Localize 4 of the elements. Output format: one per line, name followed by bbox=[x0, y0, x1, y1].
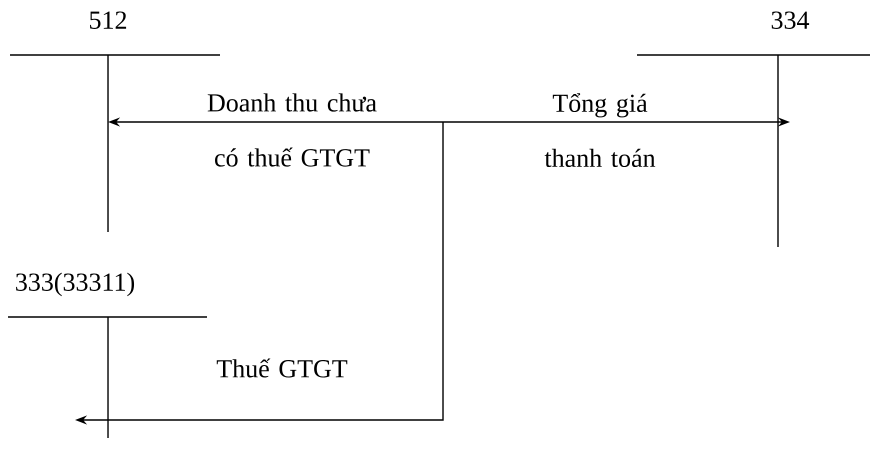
edge-label: Doanh thu chưa có thuế GTGT bbox=[208, 93, 377, 167]
edge-label: Tổng giá thanh toán bbox=[544, 92, 656, 168]
t-account: 333(33311) bbox=[8, 272, 207, 438]
edge-label: Thuế GTGT bbox=[216, 358, 348, 378]
